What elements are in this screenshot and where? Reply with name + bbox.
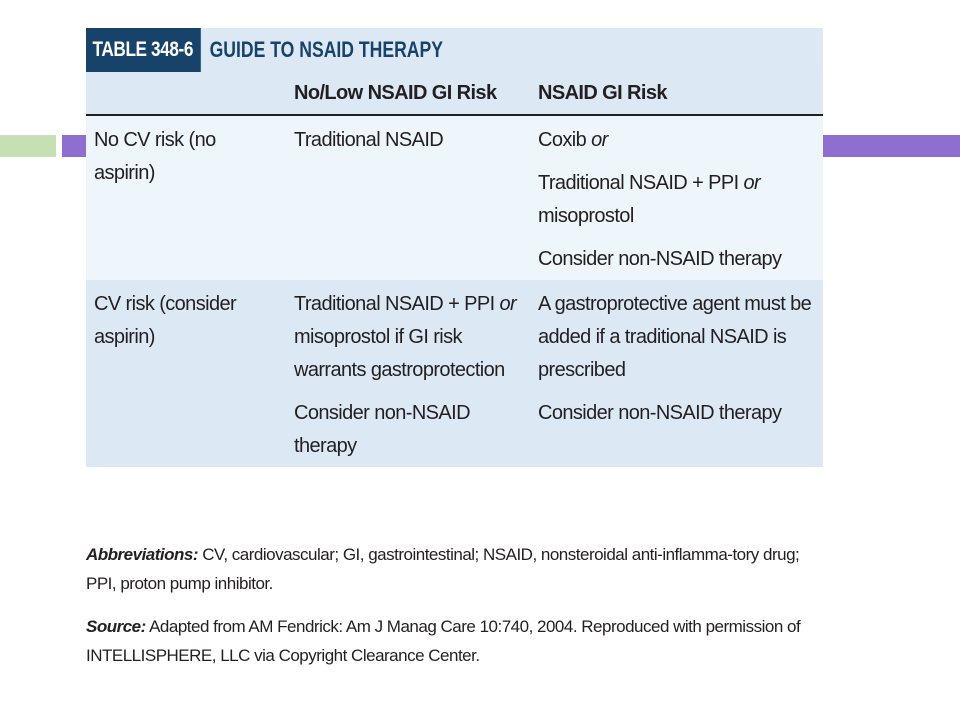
row-label-cv-risk: CV risk (consider aspirin) <box>86 280 286 467</box>
table-footnotes: Abbreviations: CV, cardiovascular; GI, g… <box>86 540 816 684</box>
option-conjunction: or <box>499 293 517 315</box>
therapy-option: Consider non-NSAID therapy <box>538 402 782 424</box>
table-row: No CV risk (no aspirin) Traditional NSAI… <box>86 115 823 280</box>
table-number: TABLE 348-6 <box>86 28 202 72</box>
source-text: Adapted from AM Fendrick: Am J Manag Car… <box>86 617 801 665</box>
cell-cv-gi-risk: A gastroprotective agent must be added i… <box>530 280 823 467</box>
therapy-option: Traditional NSAID <box>294 129 444 151</box>
abbreviations-label: Abbreviations: <box>86 545 199 564</box>
table-header-row: No/Low NSAID GI Risk NSAID GI Risk <box>86 72 823 116</box>
cell-cv-low-risk: Traditional NSAID + PPI or misoprostol i… <box>286 280 530 467</box>
option-text: misoprostol if GI risk warrants gastropr… <box>294 326 505 381</box>
header-gi-risk: NSAID GI Risk <box>530 72 823 116</box>
decorative-bar-purple-right <box>823 135 960 157</box>
option-text: misoprostol <box>538 205 634 227</box>
option-text: Consider non-NSAID therapy <box>538 248 782 270</box>
table-title: GUIDE TO NSAID THERAPY <box>210 37 444 62</box>
row-label-text: CV risk (consider aspirin) <box>94 293 237 348</box>
cell-no-cv-gi-risk: Coxib or Traditional NSAID + PPI or miso… <box>530 115 823 280</box>
row-label-text: No CV risk (no aspirin) <box>94 129 216 184</box>
option-conjunction: or <box>591 129 608 151</box>
header-low-risk: No/Low NSAID GI Risk <box>286 72 530 116</box>
cell-no-cv-low-risk: Traditional NSAID <box>286 115 530 280</box>
abbreviations-note: Abbreviations: CV, cardiovascular; GI, g… <box>86 540 816 598</box>
option-text: Consider non-NSAID therapy <box>294 402 471 457</box>
option-text: Traditional NSAID + PPI <box>294 293 495 315</box>
therapy-option: A gastroprotective agent must be added i… <box>538 293 812 381</box>
option-conjunction: or <box>743 172 761 194</box>
table-title-row: TABLE 348-6 GUIDE TO NSAID THERAPY <box>86 28 823 72</box>
option-text: Traditional NSAID + PPI <box>538 172 739 194</box>
table-row: CV risk (consider aspirin) Traditional N… <box>86 280 823 467</box>
source-label: Source: <box>86 617 146 636</box>
header-empty <box>86 72 286 116</box>
therapy-option: Coxib or <box>538 124 817 157</box>
option-text: Coxib <box>538 129 587 151</box>
decorative-bar-green <box>0 135 56 157</box>
abbreviations-text: CV, cardiovascular; GI, gastrointestinal… <box>86 545 800 593</box>
row-label-no-cv-risk: No CV risk (no aspirin) <box>86 115 286 280</box>
therapy-option: Consider non-NSAID therapy <box>294 397 524 463</box>
nsaid-table-container: TABLE 348-6 GUIDE TO NSAID THERAPY No/Lo… <box>86 28 823 467</box>
nsaid-therapy-table: No/Low NSAID GI Risk NSAID GI Risk No CV… <box>86 72 823 467</box>
decorative-bar-purple-left <box>62 135 86 157</box>
therapy-option: Traditional NSAID + PPI or misoprostol i… <box>294 288 524 387</box>
source-note: Source: Adapted from AM Fendrick: Am J M… <box>86 612 816 670</box>
therapy-option: Traditional NSAID + PPI or misoprostol <box>538 167 817 233</box>
therapy-option: Consider non-NSAID therapy <box>538 243 817 276</box>
